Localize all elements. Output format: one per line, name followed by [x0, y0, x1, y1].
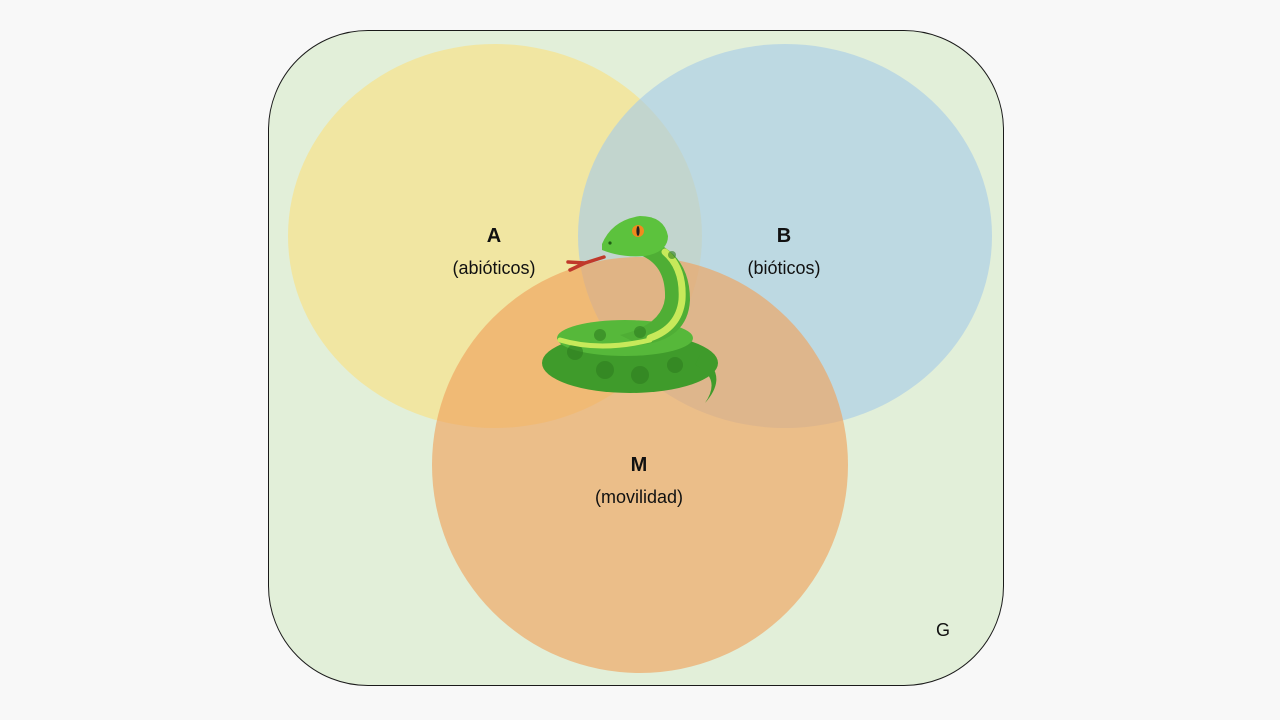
set-m-description: (movilidad) [594, 487, 684, 507]
set-a-description: (abióticos) [452, 258, 536, 278]
set-a-label: A (abióticos) [414, 224, 574, 280]
set-m-label: M (movilidad) [559, 453, 719, 509]
set-b-description: (bióticos) [747, 258, 821, 278]
set-m-letter: M [630, 454, 648, 476]
snake-icon [542, 216, 718, 403]
set-b-letter: B [776, 225, 792, 247]
set-b-label: B (bióticos) [704, 224, 864, 280]
universe-label: G [936, 620, 951, 640]
set-a-letter: A [486, 225, 502, 247]
circle-m [432, 257, 848, 673]
